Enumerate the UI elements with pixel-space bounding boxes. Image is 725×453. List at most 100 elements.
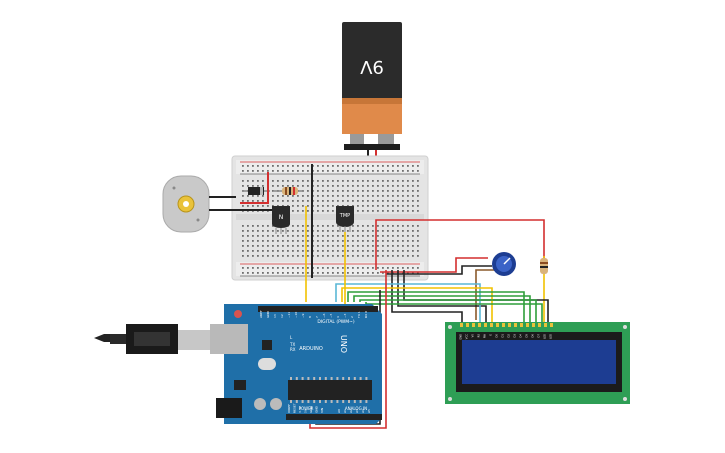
pin-label: GND [309, 405, 313, 413]
wire-black-lcd-1[interactable] [391, 270, 463, 322]
pin-label: TX 1 [357, 311, 361, 319]
resistor-base[interactable] [274, 187, 304, 195]
lcd-pin[interactable] [502, 323, 505, 327]
wire-cyan-lcd[interactable] [335, 283, 481, 322]
sensor-label: TMP [339, 213, 350, 219]
lcd-pin-label: D3 [513, 334, 517, 338]
pin-label: ~11 [287, 312, 291, 318]
battery-label: 9V [359, 56, 383, 77]
lcd-pin[interactable] [478, 323, 481, 327]
pin-label: RX 0 [364, 311, 368, 318]
pin-label: RESET [293, 403, 297, 413]
analog-header-label: ANALOG IN [345, 406, 367, 411]
pin-label: ~6 [322, 313, 326, 318]
lcd-pin[interactable] [544, 323, 547, 327]
lcd-pin[interactable] [538, 323, 541, 327]
lcd-pin[interactable] [526, 323, 529, 327]
pin-label: ~10 [294, 312, 298, 318]
lcd-pin-label: E [489, 334, 493, 336]
digital-header-label: DIGITAL (PWM~) [317, 319, 355, 325]
power-header-label: POWER [299, 406, 314, 411]
breadboard[interactable] [231, 155, 429, 281]
dc-motor[interactable]: dc-motor-icon [0, 0, 210, 233]
lcd-pin[interactable] [496, 323, 499, 327]
lcd-pin-label: D4 [519, 334, 523, 338]
lcd-pin-label: D6 [531, 334, 535, 338]
battery-9v[interactable]: 9V [342, 22, 402, 150]
pin-label: 3.3V [298, 405, 302, 413]
pin-label: A5 [367, 409, 371, 413]
pin-label: A2 [349, 409, 353, 413]
pin-label: 12 [280, 314, 284, 318]
lcd-pin-label: GND [459, 334, 463, 340]
lcd-pin[interactable] [532, 323, 535, 327]
wire-black-pot[interactable] [386, 265, 492, 275]
pin-label: AREF [259, 310, 263, 318]
arduino-l-label: L [290, 335, 293, 340]
lcd-pin-label: D5 [525, 334, 529, 338]
lcd-pin-label: RW [483, 333, 487, 338]
lcd-pin[interactable] [490, 323, 493, 327]
pin-label: 8 [308, 316, 312, 318]
pin-label: 7 [315, 316, 319, 318]
wire-green-lcd-4[interactable] [365, 302, 543, 322]
pin-label: VIN [320, 408, 324, 413]
pin-label: 4 [336, 316, 340, 318]
lcd-pin[interactable] [460, 323, 463, 327]
pin-label: 13 [273, 314, 277, 318]
lcd-pin-label: VCC [465, 334, 469, 339]
pin-label: 2 [350, 316, 354, 318]
lcd-pin-label: V0 [471, 334, 475, 338]
lcd-pin[interactable] [550, 323, 553, 327]
arduino-rx-label: RX [290, 347, 296, 352]
lcd-pin-label: D0 [495, 334, 499, 338]
pin-label: ~9 [301, 313, 305, 318]
npn-transistor[interactable]: N [272, 206, 290, 234]
lcd-pin[interactable] [466, 323, 469, 327]
pin-label: GND [315, 405, 319, 413]
pin-label: A0 [337, 409, 341, 413]
potentiometer[interactable] [492, 252, 516, 276]
resistor-backlight[interactable] [540, 256, 548, 322]
lcd-pin-label: D1 [501, 334, 505, 338]
lcd-pin[interactable] [472, 323, 475, 327]
lcd-pin[interactable] [514, 323, 517, 327]
arduino-logo-text: UNO [339, 335, 348, 353]
lcd-pin-label: LED [543, 334, 547, 339]
wire-green-lcd-2[interactable] [353, 295, 531, 322]
pin-label: A3 [355, 409, 359, 413]
lcd-pin-label: RS [477, 334, 481, 338]
wire-red-pot[interactable] [380, 257, 488, 273]
arduino-tx-label: TX [289, 342, 295, 347]
lcd-pin[interactable] [484, 323, 487, 327]
pin-label: ~3 [343, 313, 347, 318]
mcu-chip [290, 377, 368, 403]
lcd-pin[interactable] [508, 323, 511, 327]
diode[interactable] [242, 187, 270, 195]
wire-yellow-lcd[interactable] [341, 287, 493, 322]
pin-label: ~5 [329, 313, 333, 318]
arduino-uno[interactable]: DIGITAL (PWM~) ARDUINO UNO POWER ANALOG … [210, 304, 382, 424]
wire-red-board[interactable] [240, 172, 269, 204]
lcd-pin[interactable] [520, 323, 523, 327]
tmp-sensor[interactable]: TMP [336, 206, 354, 232]
arduino-brand: ARDUINO [299, 346, 323, 352]
wire-red-top[interactable] [375, 219, 545, 270]
pin-label: GND [266, 310, 270, 318]
pin-label: A1 [343, 409, 347, 413]
lcd-pin-label: LED [549, 334, 553, 339]
lcd-pin-label: D2 [507, 334, 511, 338]
breadboard-holes[interactable] [242, 165, 419, 274]
lcd-pin-label: D7 [537, 334, 541, 338]
pin-label: A4 [361, 409, 365, 413]
pin-label: 5V [304, 408, 308, 413]
wire-green-lcd-3[interactable] [359, 299, 537, 322]
wire-green-lcd-1[interactable] [347, 291, 525, 322]
transistor-label: N [279, 214, 284, 221]
pin-label: IOREF [287, 404, 291, 413]
